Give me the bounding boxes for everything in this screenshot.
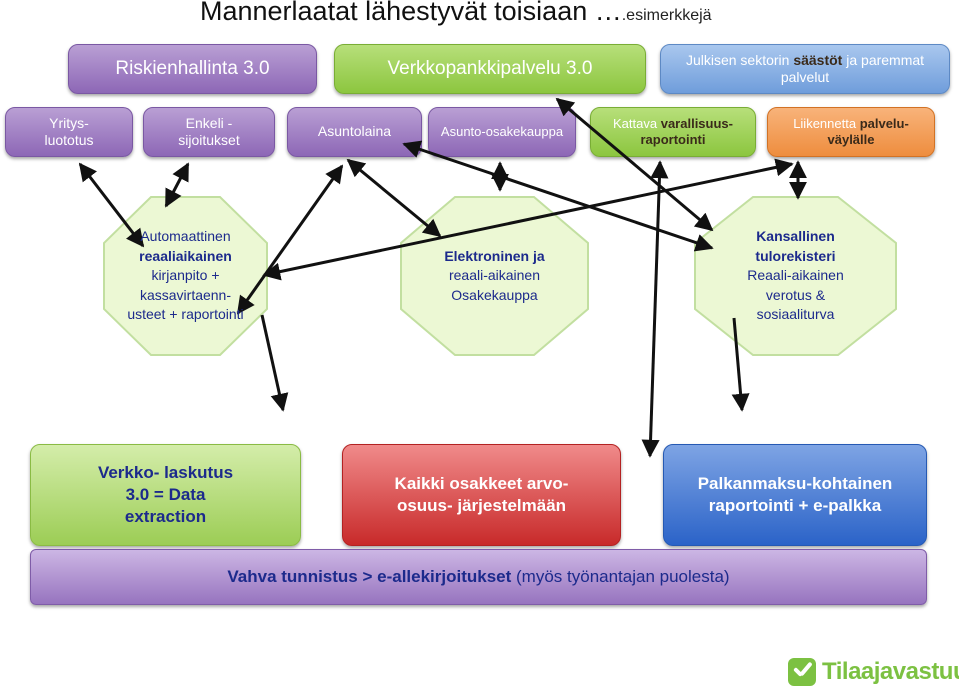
checkmark-icon — [788, 658, 816, 686]
octagon-kirjanpito-text: Automaattinen reaaliaikainen kirjanpito … — [127, 228, 244, 323]
arrow-asuntolaina-osakekauppa — [346, 158, 442, 238]
title-main: Mannerlaatat lähestyvät toisiaan … — [200, 0, 622, 26]
octagon-osakekauppa-text: Elektroninen ja reaali-aikainen Osakekau… — [444, 247, 545, 303]
box-arvo-osuusjarjestelma: Kaikki osakkeet arvo-osuus- järjestelmää… — [342, 444, 621, 546]
box-riskienhallinta: Riskienhallinta 3.0 — [68, 44, 317, 94]
box-verkkopankkipalvelu: Verkkopankkipalvelu 3.0 — [334, 44, 646, 94]
octagon-shape — [103, 196, 268, 356]
octagon-tulorekisteri-text: Kansallinen tulorekisteri Reaali-aikaine… — [747, 228, 844, 323]
bar-vahva-tunnistus: Vahva tunnistus > e-allekirjoitukset (my… — [30, 549, 927, 605]
box-enkelisijoitukset: Enkeli -sijoitukset — [143, 107, 275, 157]
tilaajavastuu-logo: Tilaajavastuu — [788, 658, 959, 686]
arrow-yritysluototus-kirjanpito — [78, 162, 145, 248]
octagon-kirjanpito: Automaattinen reaaliaikainen kirjanpito … — [103, 196, 268, 356]
arrow-asuntolaina-kirjanpito — [236, 164, 344, 315]
arrow-enkeli-kirjanpito — [164, 162, 190, 208]
title-suffix: .esimerkkejä — [621, 7, 712, 24]
logo-text: Tilaajavastuu — [822, 658, 959, 685]
box-liikennetta-palveluvaylalle: Liikennetta palvelu- väylälle — [767, 107, 935, 157]
arrow-kirjanpito-liikennetta — [262, 158, 794, 281]
arrow-octagon-right-down — [731, 317, 750, 412]
box-asuntolaina: Asuntolaina — [287, 107, 422, 157]
box-yritysluototus: Yritys- luototus — [5, 107, 133, 157]
box-verkkolaskutus: Verkko- laskutus 3.0 = Data extraction — [30, 444, 301, 546]
arrow-verkkopankki-tulorekisteri — [555, 97, 714, 232]
arrow-varallisuus-bottom — [641, 160, 669, 458]
arrow-asuntolaina-tulorekisteri — [402, 140, 714, 252]
box-julkisen-sektorin: Julkisen sektorin säästöt ja paremmat pa… — [660, 44, 950, 94]
arrow-octagon-left-down — [260, 314, 289, 412]
page-title: Mannerlaatat lähestyvät toisiaan ….esime… — [200, 0, 900, 27]
box-palkanmaksu: Palkanmaksu-kohtainen raportointi + e-pa… — [663, 444, 927, 546]
